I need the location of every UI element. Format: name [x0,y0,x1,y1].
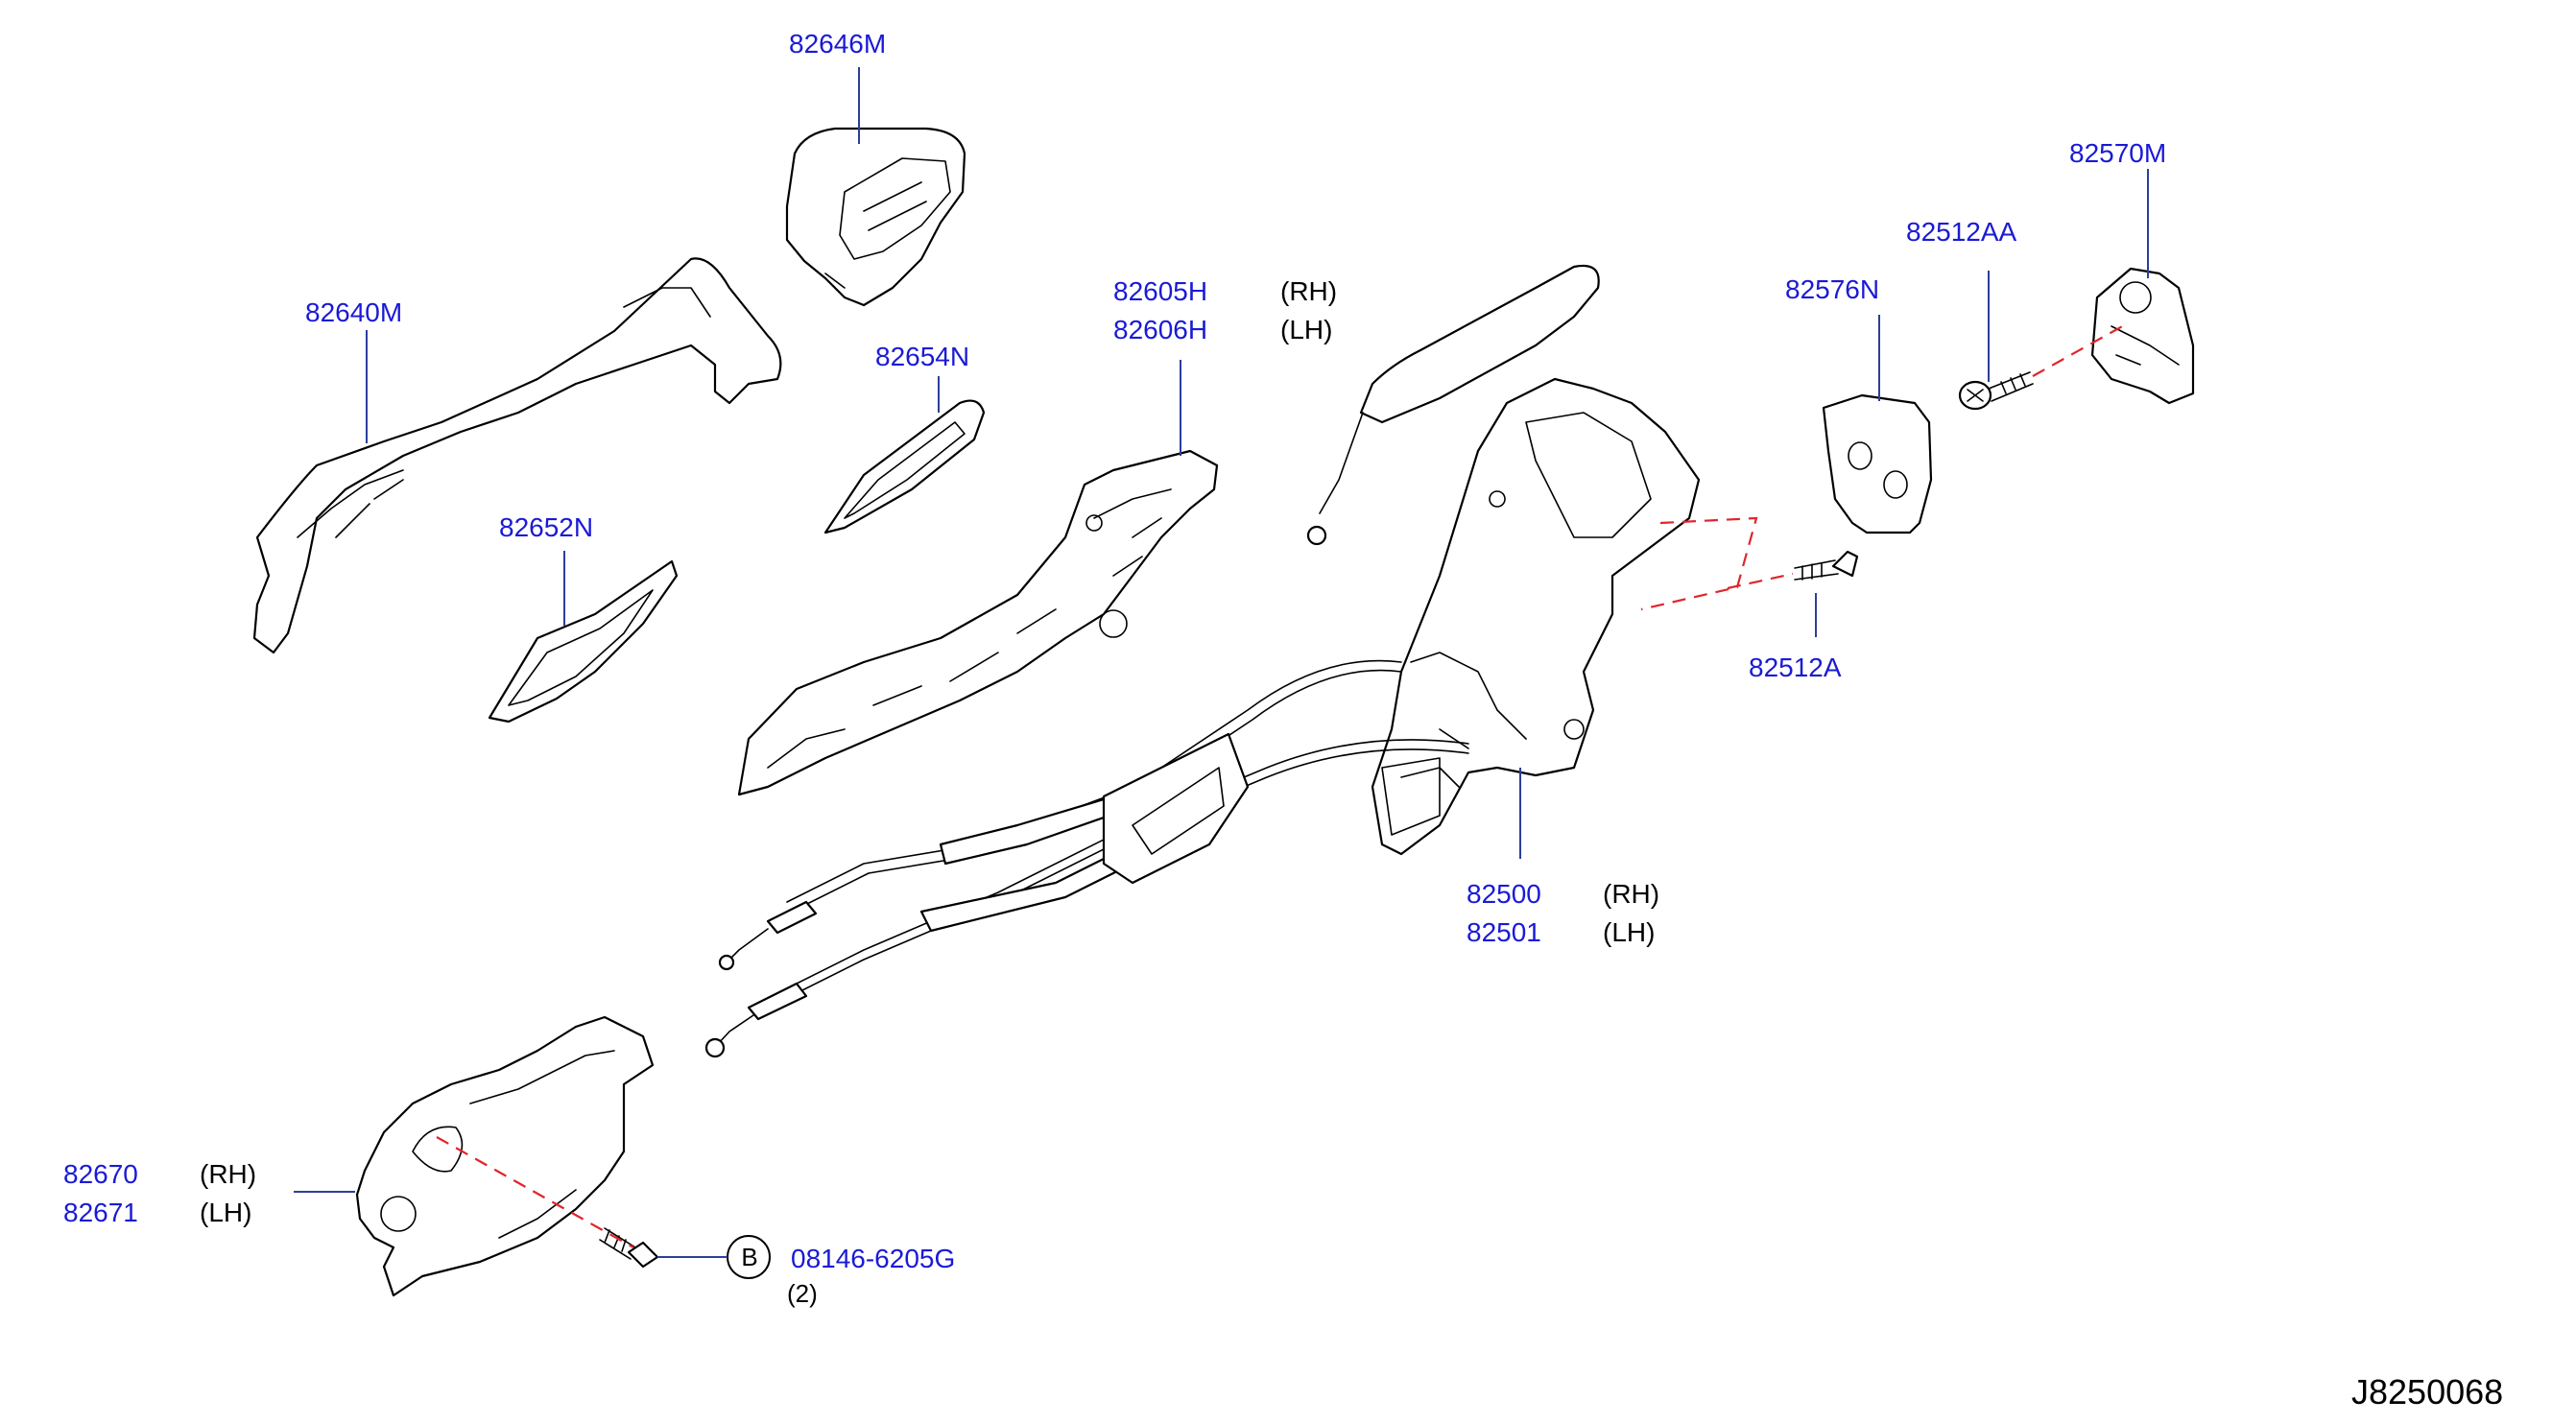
part-82576N-drawing [1822,393,1933,534]
cable-assembly-drawing [704,659,1469,1058]
label-82671-side: (LH) [200,1198,252,1227]
rod-upper-drawing [1306,264,1600,546]
part-82570M-drawing [2090,267,2195,405]
label-82606H-side: (LH) [1280,315,1333,344]
part-82654N-drawing [823,399,986,534]
label-82670: 82670 [63,1159,138,1189]
bolt-marker: B [741,1243,758,1271]
label-08146-6205G: 08146-6205G [791,1244,956,1273]
part-82652N-drawing [488,559,679,724]
label-82576N: 82576N [1785,274,1880,304]
label-82512A: 82512A [1749,653,1842,682]
diagram-reference: J8250068 [2351,1372,2504,1412]
label-82501: 82501 [1467,917,1541,947]
label-82654N: 82654N [875,342,970,371]
label-82500: 82500 [1467,879,1541,909]
part-82512AA-drawing [1958,371,2034,411]
label-82652N: 82652N [499,512,594,542]
label-82646M: 82646M [789,29,887,59]
label-82605H: 82605H [1113,276,1208,306]
label-82570M: 82570M [2069,138,2167,168]
label-82670-side: (RH) [200,1159,257,1189]
alignment-lines [436,323,2127,1248]
label-bolt-qty: (2) [787,1279,818,1308]
part-82640M-drawing [252,257,782,654]
leader-lines [294,67,2149,1258]
label-82500-side: (RH) [1603,879,1660,909]
part-82605H-drawing [737,449,1219,796]
part-82500-drawing [1371,377,1701,856]
part-82512A-drawing [1794,550,1859,581]
part-82670-drawing [355,1015,655,1297]
label-82501-side: (LH) [1603,917,1656,947]
label-82512AA: 82512AA [1906,217,2017,247]
label-82671: 82671 [63,1198,138,1227]
label-82640M: 82640M [305,297,403,327]
part-82646M-drawing [785,127,966,307]
label-82606H: 82606H [1113,315,1208,344]
label-82605H-side: (RH) [1280,276,1338,306]
